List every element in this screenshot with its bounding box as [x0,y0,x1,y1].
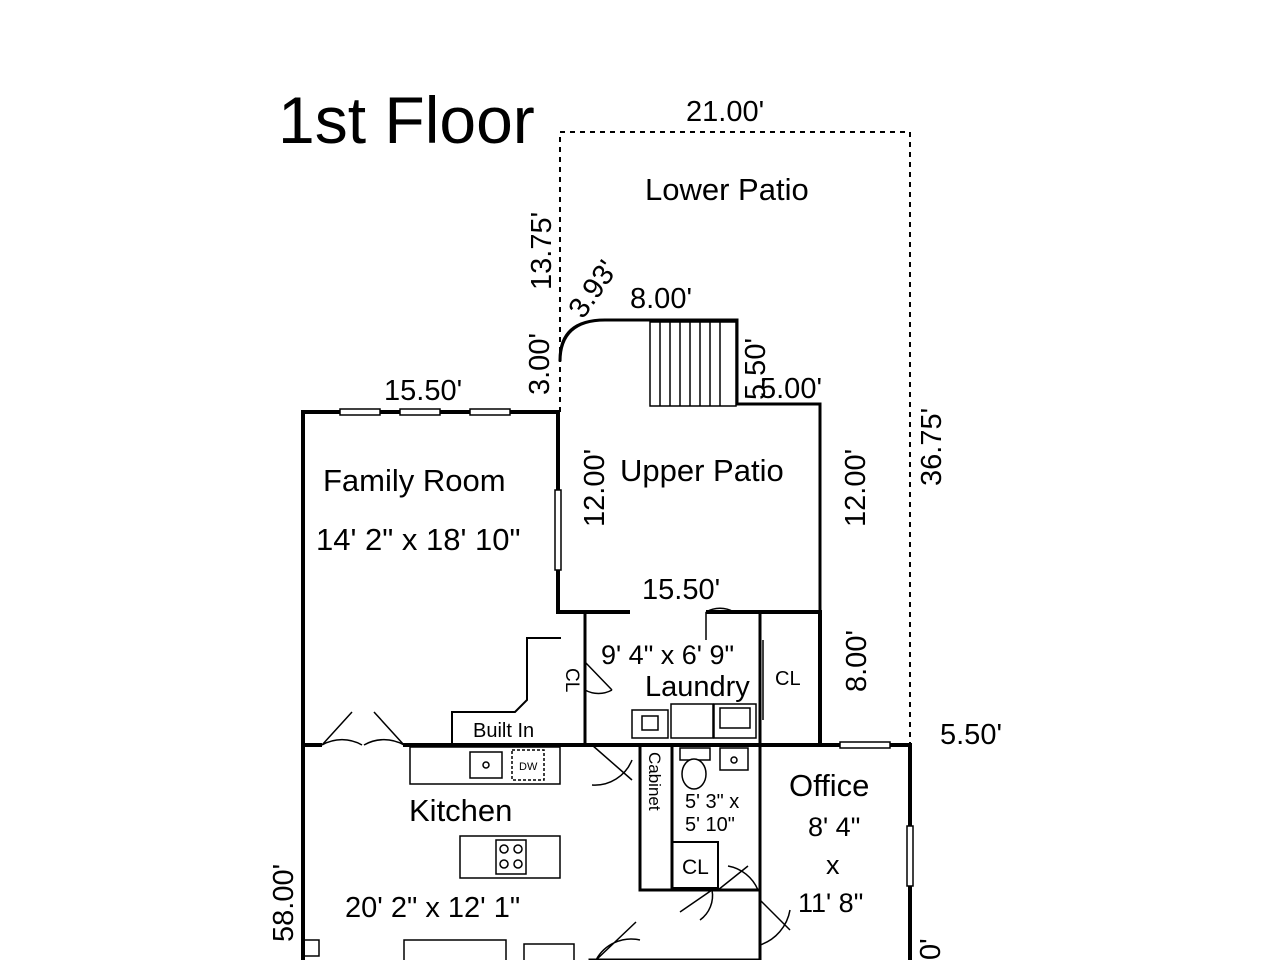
built-in-outline [451,637,561,746]
floor-title: 1st Floor [278,83,535,157]
dim-partial-right: 0' [915,938,947,960]
laundry-appliances [631,703,757,739]
closet-bath-label: CL [682,856,709,879]
dishwasher-label: DW [519,761,538,773]
laundry-size: 9' 4" x 6' 9" [601,640,734,670]
kitchen-size: 20' 2" x 12' 1" [345,892,520,924]
built-in-label: Built In [473,720,534,742]
lower-patio-outline [559,131,911,745]
upper-patio-label: Upper Patio [620,453,784,488]
dim-office-offset: 5.50' [940,719,1002,751]
office-side-window [906,825,914,887]
dim-stair-side: 5.50' [740,338,772,400]
closet-right-label: CL [775,668,801,690]
office-size-1: 8' 4" [808,812,860,842]
dim-upper-patio-step: 5.00' [760,373,822,405]
dim-left-patio-height: 13.75' [526,212,558,290]
cabinet-outline [638,743,674,892]
stairs [649,321,737,407]
dim-curve: 3.93' [563,255,625,324]
kitchen-label: Kitchen [409,793,512,828]
office-size-2: x [826,850,840,880]
dim-stair-top: 8.00' [630,283,692,315]
closet-door-swing-2 [679,889,714,921]
family-room-double-door [321,711,405,746]
laundry-door-gap [630,609,706,615]
laundry-label: Laundry [645,671,750,703]
bath-fixtures [679,747,749,790]
dim-upper-patio-bottom: 15.50' [642,574,720,606]
office-top-window [839,741,891,749]
dim-left-short: 3.00' [524,333,556,395]
family-room-label: Family Room [323,463,506,498]
bath-size-1: 5' 3" x [685,791,739,813]
dim-upper-patio-left: 12.00' [579,449,611,527]
laundry-door-swing [705,607,735,640]
cabinet-label: Cabinet [645,752,664,811]
dim-overall-left: 58.00' [268,864,300,942]
bath-size-2: 5' 10" [685,814,735,836]
upper-patio-edge [558,318,822,614]
kitchen-counter [409,746,561,785]
family-room-size: 14' 2" x 18' 10" [316,522,520,557]
dim-laundry-right: 8.00' [841,630,873,692]
dim-overall-right: 36.75' [916,408,948,486]
bottom-partial [302,921,762,960]
hall-door-swing [591,744,633,786]
lower-patio-label: Lower Patio [645,172,809,207]
dim-family-top: 15.50' [384,375,462,407]
office-size-3: 11' 8" [798,888,863,918]
bath-door-swing [717,865,759,891]
kitchen-island [459,835,561,879]
dim-top-width: 21.00' [686,96,764,128]
closet-door-swing [584,661,613,695]
office-label: Office [789,768,869,803]
dim-upper-patio-right: 12.00' [840,449,872,527]
bath-closet [671,841,719,889]
office-door-swing [759,899,791,946]
family-room-windows [339,408,562,571]
closet-left-label: CL [561,668,582,692]
